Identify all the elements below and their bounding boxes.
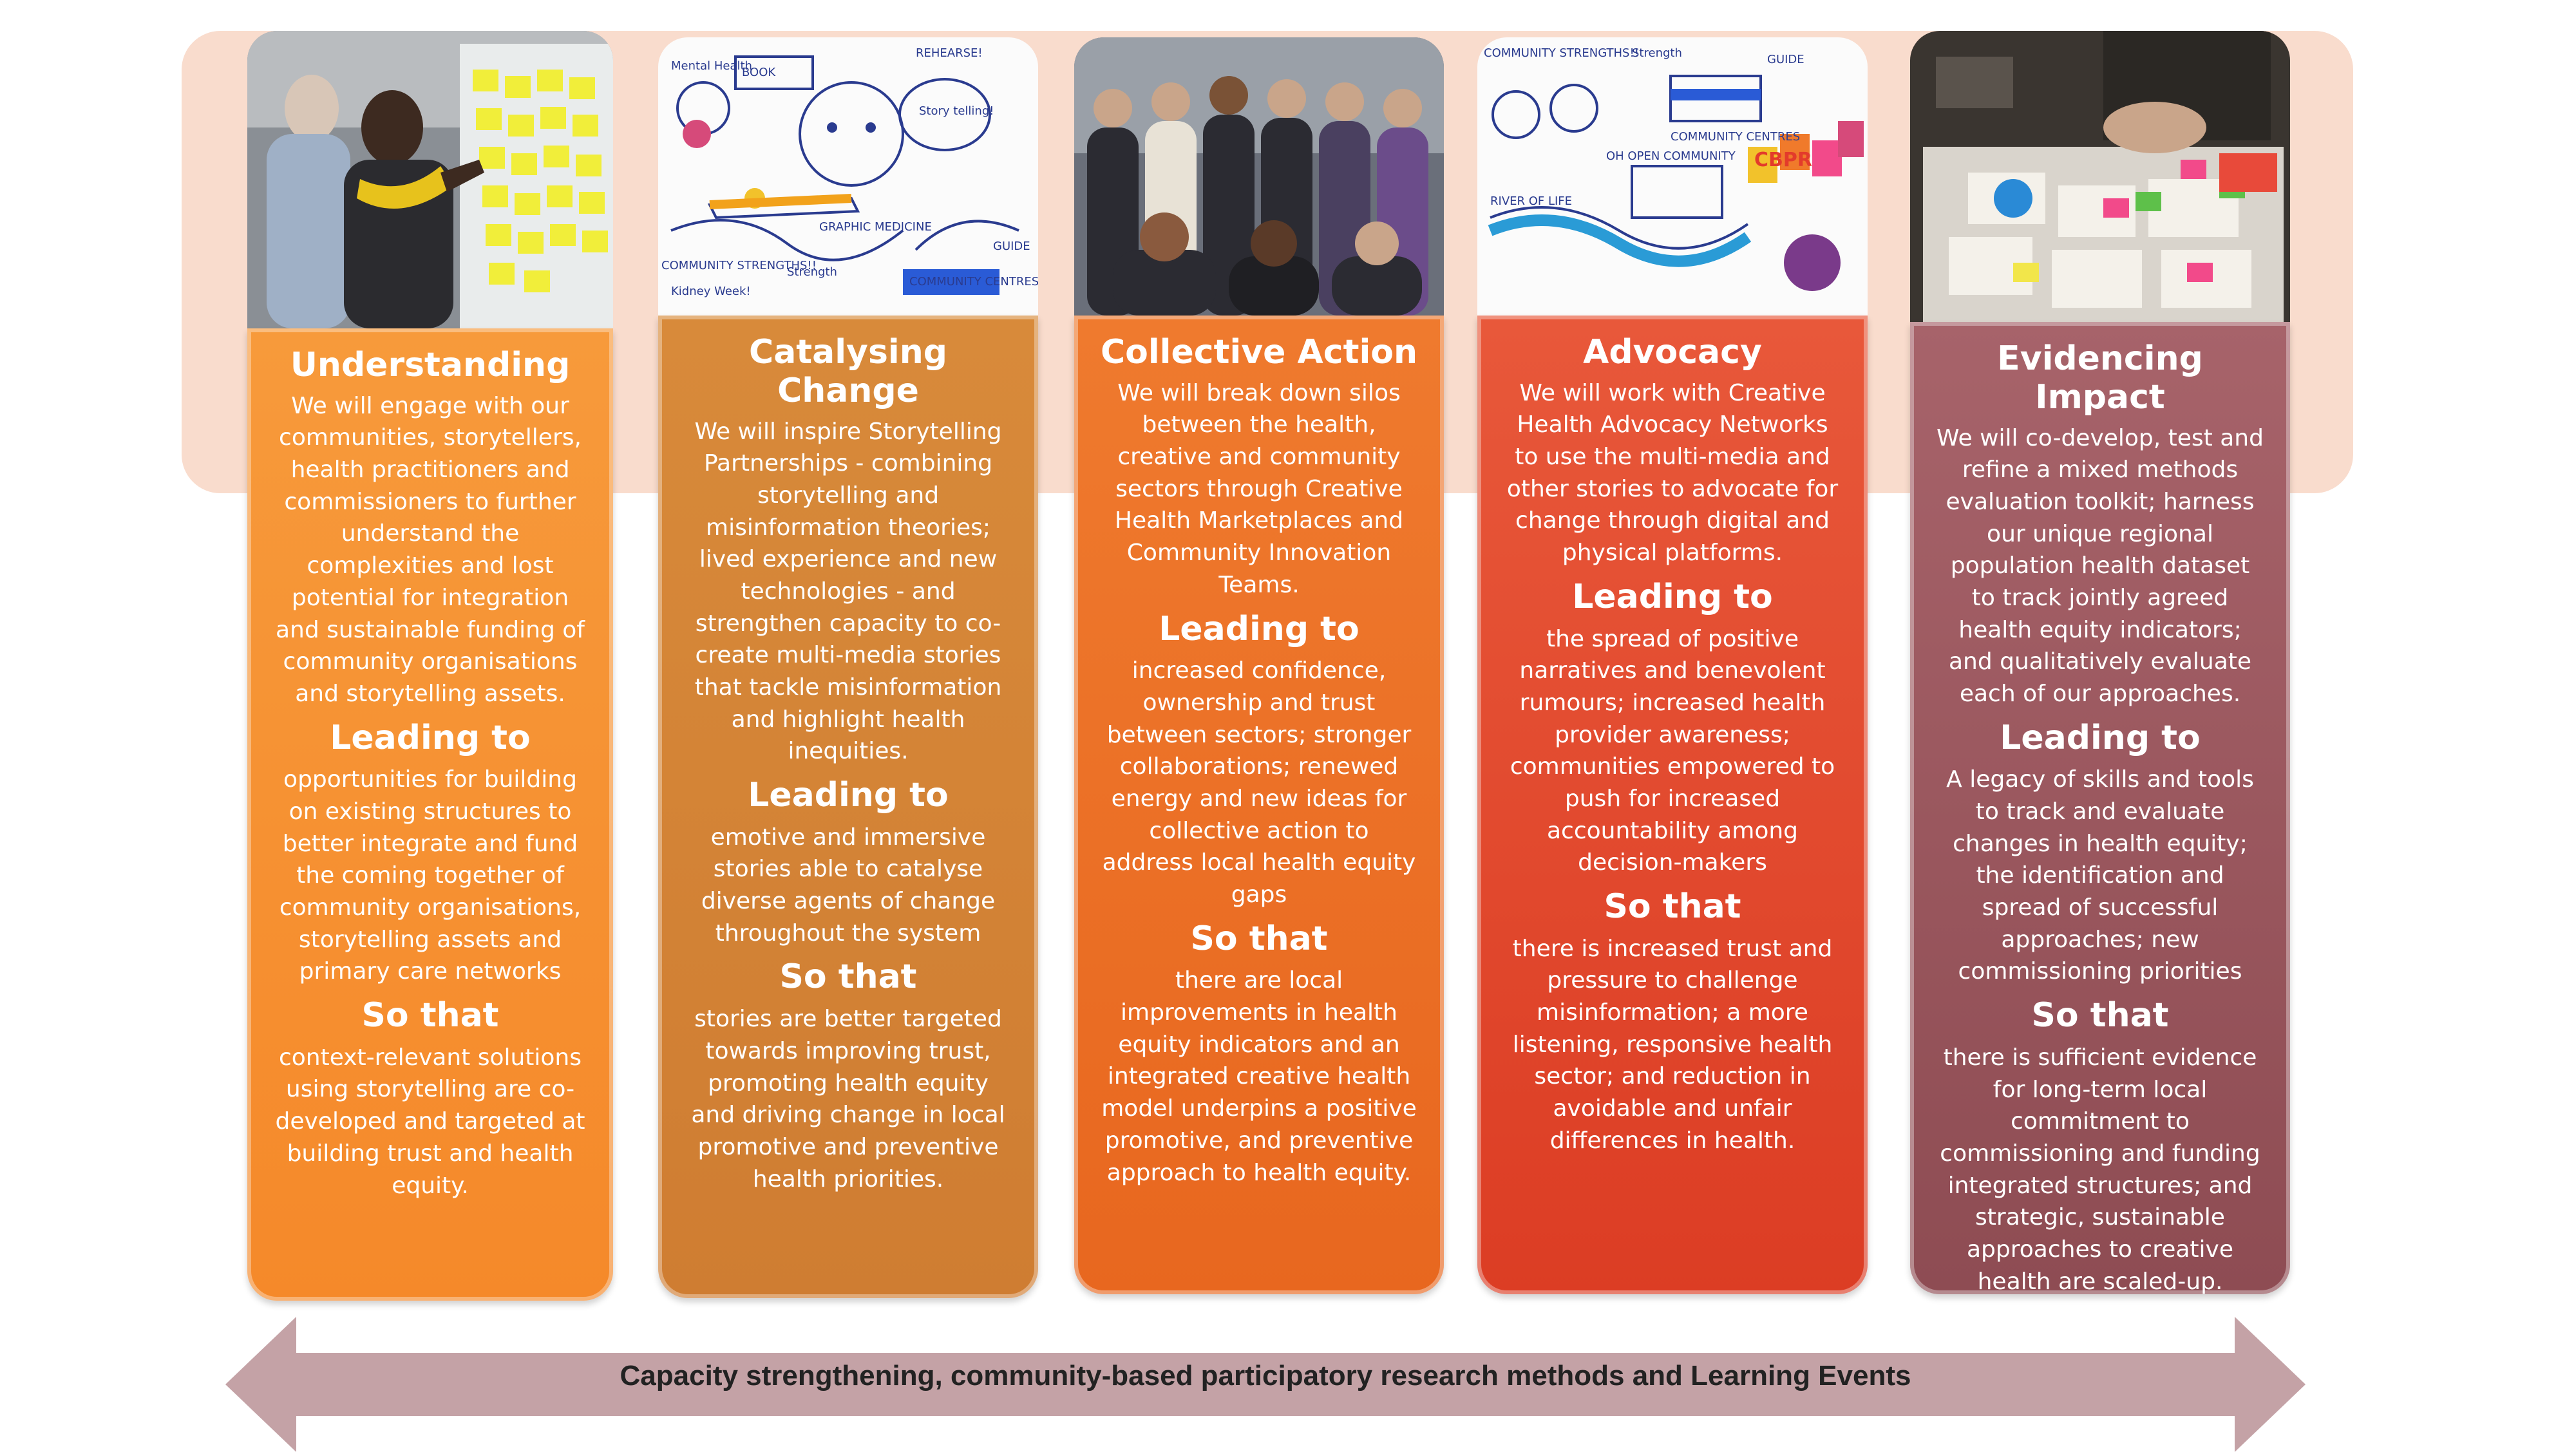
sketch-label: REHEARSE! (916, 46, 983, 60)
leading-to-text: emotive and immersive stories able to ca… (701, 824, 996, 947)
card-title: Advocacy (1583, 333, 1762, 372)
sketch-label: GUIDE (993, 240, 1030, 253)
column-catalysing-change: Mental Health Story telling! GRAPHIC MED… (658, 37, 1038, 1298)
team-group-photo (1074, 37, 1444, 316)
card-title: Catalysing Change (749, 333, 947, 410)
sketch-label: BOOK (742, 66, 776, 79)
so-that-heading: So that (1604, 887, 1741, 926)
so-that-text: there is increased trust and pressure to… (1512, 935, 1833, 1154)
card-title: Collective Action (1100, 333, 1418, 372)
sketch-label: COMMUNITY CENTRES (909, 275, 1038, 288)
card-intro: We will break down silos between the hea… (1114, 379, 1404, 598)
leading-to-heading: Leading to (2000, 718, 2201, 757)
so-that-heading: So that (2031, 996, 2169, 1035)
sketch-label: CBPR (1754, 149, 1812, 171)
sketch-label: GUIDE (1767, 53, 1804, 66)
sketch-label: Story telling! (919, 104, 994, 118)
card-understanding: Understanding We will engage with our co… (247, 328, 613, 1301)
column-advocacy: COMMUNITY STRENGTHS!! Strength COMMUNITY… (1477, 37, 1868, 1294)
card-collective-action: Collective Action We will break down sil… (1074, 316, 1444, 1294)
so-that-text: there is sufficient evidence for long-te… (1940, 1044, 2260, 1295)
so-that-text: there are local improvements in health e… (1101, 967, 1417, 1186)
leading-to-heading: Leading to (1159, 609, 1359, 648)
card-catalysing-change: Catalysing Change We will inspire Storyt… (658, 316, 1038, 1298)
card-title: Understanding (290, 346, 571, 384)
arrow-label: Capacity strengthening, community-based … (620, 1360, 1911, 1391)
sketch-label: Kidney Week! (671, 285, 751, 298)
card-advocacy: Advocacy We will work with Creative Heal… (1477, 316, 1868, 1294)
leading-to-text: increased confidence, ownership and trus… (1102, 657, 1416, 908)
card-intro: We will inspire Storytelling Partnership… (694, 418, 1002, 765)
column-understanding: Understanding We will engage with our co… (247, 31, 613, 1301)
so-that-heading: So that (1190, 919, 1328, 958)
workshop-sticky-notes-photo (247, 31, 613, 328)
card-evidencing-impact: Evidencing Impact We will co-develop, te… (1910, 322, 2290, 1295)
sketch-label: OH OPEN COMMUNITY (1606, 149, 1736, 163)
leading-to-heading: Leading to (748, 775, 949, 815)
column-evidencing-impact: Evidencing Impact We will co-develop, te… (1910, 31, 2290, 1295)
card-intro: We will engage with our communities, sto… (276, 392, 585, 707)
leading-to-heading: Leading to (1572, 577, 1773, 616)
sketch-label: Mental Health (671, 59, 752, 73)
storytelling-sketch-photo: Mental Health Story telling! GRAPHIC MED… (658, 37, 1038, 316)
so-that-text: context-relevant solutions using storyte… (275, 1044, 585, 1199)
column-collective-action: Collective Action We will break down sil… (1074, 37, 1444, 1294)
card-intro: We will co-develop, test and refine a mi… (1937, 424, 2264, 707)
sketch-label: RIVER OF LIFE (1490, 194, 1572, 208)
so-that-heading: So that (361, 996, 499, 1035)
so-that-heading: So that (779, 957, 917, 997)
sketch-label: Strength (787, 265, 837, 279)
card-intro: We will work with Creative Health Advoca… (1506, 379, 1839, 567)
leading-to-text: the spread of positive narratives and be… (1510, 625, 1835, 876)
leading-to-text: opportunities for building on existing s… (279, 766, 582, 985)
leading-to-heading: Leading to (330, 718, 531, 757)
sketch-label: COMMUNITY CENTRES (1671, 130, 1800, 144)
leading-to-text: A legacy of skills and tools to track an… (1946, 766, 2254, 985)
so-that-text: stories are better targeted towards impr… (691, 1006, 1005, 1193)
sketch-label: COMMUNITY STRENGTHS!! (1484, 46, 1639, 60)
sketch-label: COMMUNITY STRENGTHS!! (661, 259, 817, 272)
cbpr-sketch-photo: COMMUNITY STRENGTHS!! Strength COMMUNITY… (1477, 37, 1868, 316)
card-title: Evidencing Impact (1997, 339, 2203, 417)
sketch-label: GRAPHIC MEDICINE (819, 220, 932, 234)
sketch-label: Strength (1632, 46, 1682, 60)
design-table-photo (1910, 31, 2290, 322)
double-headed-arrow-icon (225, 1317, 2306, 1452)
